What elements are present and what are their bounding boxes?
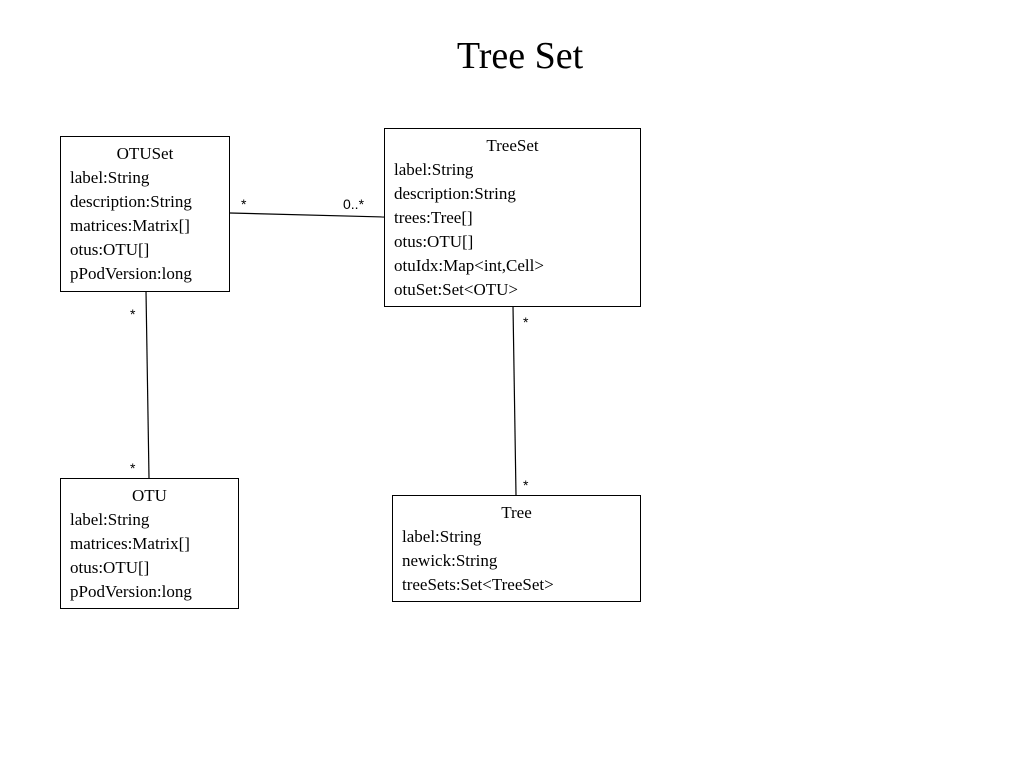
attribute-tree-treesets: treeSets:Set<TreeSet> — [402, 575, 554, 594]
association-otuset-otu — [145, 290, 150, 479]
attribute-otuset-ppodversion: pPodVersion:long — [70, 264, 192, 283]
attribute-otuset-matrices: matrices:Matrix[] — [70, 216, 190, 235]
attribute-otu-label: label:String — [70, 510, 150, 529]
class-box-otu[interactable]: OTU label:String matrices:Matrix[] otus:… — [60, 478, 239, 609]
attribute-treeset-trees: trees:Tree[] — [394, 208, 473, 227]
multiplicity-otuset-to-treeset: * — [241, 196, 247, 212]
multiplicity-treeset-to-tree: * — [523, 314, 529, 330]
attribute-otu-ppodversion: pPodVersion:long — [70, 582, 192, 601]
class-name-otu: OTU — [132, 486, 167, 505]
attribute-otuset-label: label:String — [70, 168, 150, 187]
attribute-otu-matrices: matrices:Matrix[] — [70, 534, 190, 553]
attribute-otuset-otus: otus:OTU[] — [70, 240, 150, 259]
attribute-treeset-otus: otus:OTU[] — [394, 232, 474, 251]
class-box-treeset[interactable]: TreeSet label:String description:String … — [384, 128, 641, 307]
attribute-treeset-label: label:String — [394, 160, 474, 179]
attribute-treeset-otuidx: otuIdx:Map<int,Cell> — [394, 256, 544, 275]
multiplicity-otu-from-otuset: * — [130, 460, 136, 476]
multiplicity-treeset-from-otuset: 0..* — [343, 196, 365, 212]
class-name-otuset: OTUSet — [116, 144, 174, 163]
class-name-treeset: TreeSet — [486, 136, 539, 155]
attribute-tree-label: label:String — [402, 527, 482, 546]
attribute-treeset-otuset: otuSet:Set<OTU> — [394, 280, 519, 299]
multiplicity-tree-from-treeset: * — [523, 477, 529, 493]
class-name-tree: Tree — [501, 503, 532, 522]
attribute-tree-newick: newick:String — [402, 551, 498, 570]
class-box-tree[interactable]: Tree label:String newick:String treeSets… — [392, 495, 641, 602]
multiplicity-otuset-to-otu: * — [130, 306, 136, 322]
class-box-otuset[interactable]: OTUSet label:String description:String m… — [60, 136, 230, 292]
association-treeset-tree — [512, 305, 517, 496]
attribute-otu-otus: otus:OTU[] — [70, 558, 150, 577]
page-title: Tree Set — [456, 35, 584, 77]
attribute-treeset-description: description:String — [394, 184, 516, 203]
attribute-otuset-description: description:String — [70, 192, 192, 211]
association-otuset-treeset — [229, 212, 385, 218]
